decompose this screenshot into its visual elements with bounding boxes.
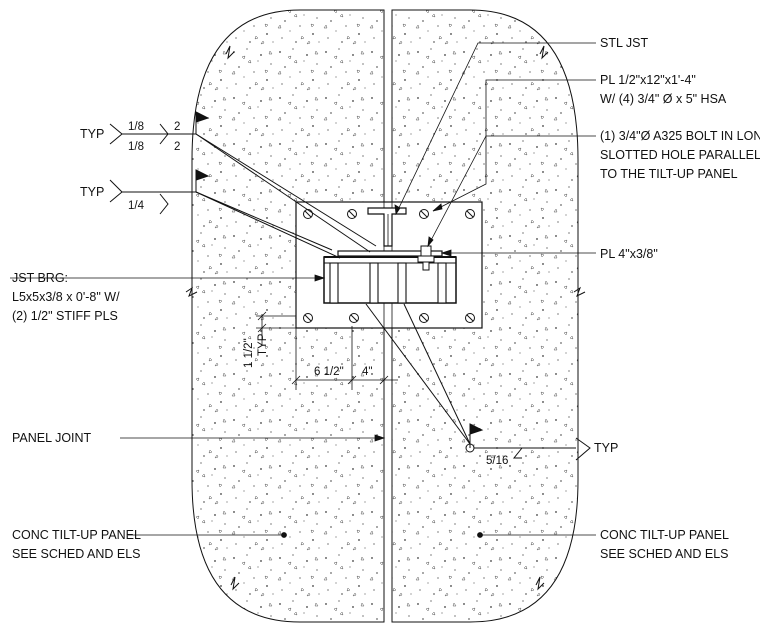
bearing-plate-label: PL 4"x3/8"	[600, 247, 658, 261]
steel-joist-section	[367, 207, 407, 247]
left-panel-label-line2: SEE SCHED AND ELS	[12, 547, 141, 561]
right-panel-label-line1: CONC TILT-UP PANEL	[600, 528, 729, 542]
horizontal-dim-right: 4"	[362, 366, 372, 378]
vertical-dim-value: 1 1/2"	[243, 338, 255, 368]
weld1-bottom-length: 2	[174, 141, 180, 153]
panel-joint-label: PANEL JOINT	[12, 431, 92, 445]
weld1-top-size: 1/8	[128, 121, 144, 133]
weld1-bottom-size: 1/8	[128, 141, 144, 153]
weld1-tail: TYP	[80, 127, 104, 141]
weld3-tail: TYP	[594, 441, 618, 455]
jst-bearing-label-line1: JST BRG:	[12, 271, 68, 285]
horizontal-dim-left: 6 1/2"	[314, 366, 344, 378]
a325-bolt-label-line2: SLOTTED HOLE PARALLEL	[600, 148, 760, 162]
a325-bolt	[417, 245, 435, 271]
weld2-size: 1/4	[128, 200, 145, 212]
embed-plate-label-line2: W/ (4) 3/4" Ø x 5" HSA	[600, 92, 727, 106]
a325-bolt-label-line3: TO THE TILT-UP PANEL	[600, 167, 738, 181]
jst-bearing-label-line3: (2) 1/2" STIFF PLS	[12, 309, 118, 323]
a325-bolt-label-line1: (1) 3/4"Ø A325 BOLT IN LONG	[600, 129, 760, 143]
right-panel-label-line2: SEE SCHED AND ELS	[600, 547, 729, 561]
right-panel-leader	[477, 532, 596, 538]
jst-bearing-angle	[323, 256, 457, 304]
break-marks	[185, 45, 586, 591]
weld-symbol-fillet-5-16	[365, 303, 591, 461]
stl-jst-leader	[394, 42, 596, 216]
weld2-tail: TYP	[80, 185, 104, 199]
jst-bearing-label-line2: L5x5x3/8 x 0'-8" W/	[12, 290, 120, 304]
left-panel-label-line1: CONC TILT-UP PANEL	[12, 528, 141, 542]
weld3-size: 5/16	[486, 455, 508, 467]
embed-plate-label-line1: PL 1/2"x12"x1'-4"	[600, 73, 696, 87]
jst-bearing-leader	[10, 274, 326, 282]
bearing-plate-leader	[440, 249, 596, 257]
weld-symbol-fillet-quarter	[109, 169, 341, 259]
right-tilt-up-panel	[391, 9, 579, 623]
weld1-top-length: 2	[174, 121, 180, 133]
stl-jst-label: STL JST	[600, 36, 649, 50]
vertical-dim-tag: TYP	[257, 333, 269, 356]
dimension-lines	[256, 311, 398, 390]
left-panel-leader	[128, 532, 287, 538]
weld-symbol-both-sides	[109, 111, 377, 253]
hsa-anchor-bolts	[303, 209, 475, 323]
a325-bolt-leader	[427, 135, 596, 248]
panel-joint-leader	[120, 434, 386, 442]
embed-plate-leader	[432, 79, 596, 212]
